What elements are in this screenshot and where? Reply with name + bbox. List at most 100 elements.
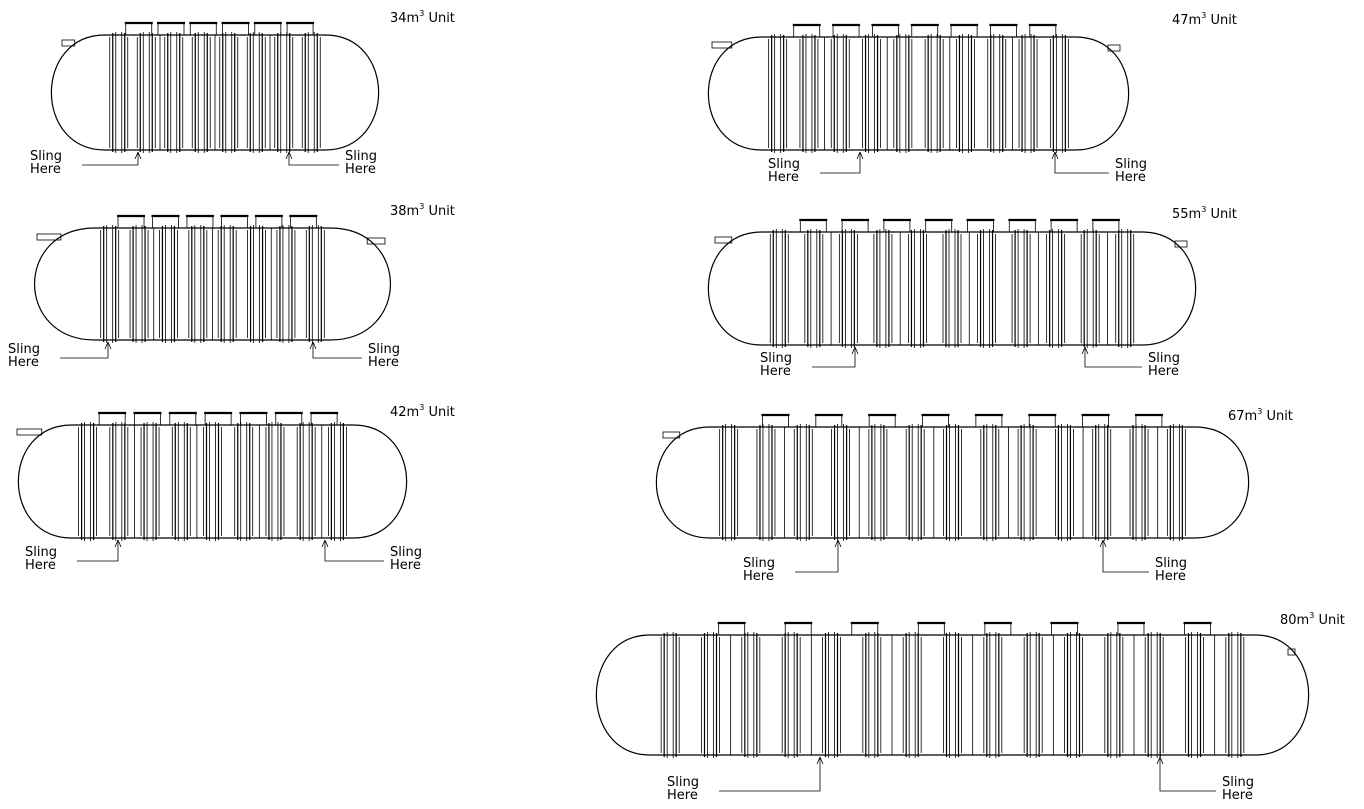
access-lid — [871, 23, 900, 38]
access-lid — [168, 411, 197, 426]
sling-label-line1: Sling — [368, 342, 400, 357]
right-end-cap — [1194, 426, 1250, 539]
sling-arrow — [851, 346, 859, 355]
corrugation-rib — [246, 32, 266, 153]
sling-leader-line — [1159, 757, 1216, 792]
right-end-cap — [324, 34, 380, 151]
sling-leader-line — [288, 152, 339, 166]
sling-label-line1: Sling — [25, 545, 57, 560]
sling-leader-line — [1102, 540, 1149, 573]
unit-label: 47m3 Unit — [1172, 11, 1237, 28]
left-end-cap — [17, 424, 73, 539]
corrugation-rib — [1046, 229, 1066, 348]
sling-arrow — [285, 151, 293, 160]
access-lid — [1008, 218, 1037, 233]
corrugation-rib — [768, 34, 788, 153]
access-lid — [289, 214, 318, 229]
corrugation-rib — [741, 632, 761, 758]
corrugation-rib — [862, 632, 882, 758]
left-end-cap — [34, 227, 96, 341]
access-lid — [784, 621, 813, 636]
corrugation-rib — [1144, 632, 1164, 758]
access-lid — [239, 411, 268, 426]
sling-leader-line — [1054, 152, 1109, 174]
unit-label: 38m3 Unit — [390, 202, 455, 219]
sling-label-line1: Sling — [345, 149, 377, 164]
corrugation-rib — [977, 229, 996, 348]
sling-leader-line — [77, 540, 119, 562]
sling-arrow — [114, 539, 122, 548]
access-lid — [761, 413, 790, 428]
access-lid — [868, 413, 897, 428]
sling-label-line1: Sling — [760, 351, 792, 366]
access-lid — [221, 21, 250, 36]
access-lid — [850, 621, 879, 636]
outlet-pipe — [366, 237, 386, 245]
corrugation-rib — [1080, 229, 1100, 348]
access-lid — [254, 214, 283, 229]
corrugation-rib — [109, 32, 129, 153]
sling-arrow — [1081, 346, 1089, 355]
sling-label-line2: Here — [1115, 170, 1146, 185]
corrugation-rib — [100, 225, 120, 343]
left-end-cap — [50, 34, 106, 151]
access-lid — [157, 21, 185, 36]
access-lid — [792, 23, 821, 38]
corrugation-rib — [171, 422, 191, 541]
access-lid — [204, 411, 233, 426]
sling-arrow — [134, 151, 142, 160]
access-lid — [966, 218, 995, 233]
corrugation-rib — [769, 229, 789, 348]
sling-leader-line — [795, 540, 839, 573]
left-end-cap — [595, 634, 651, 756]
corrugation-rib — [1185, 632, 1204, 758]
corrugation-rib — [1017, 424, 1037, 541]
sling-leader-line — [60, 342, 109, 359]
right-end-cap — [1074, 36, 1130, 151]
sling-label-line1: Sling — [8, 342, 40, 357]
access-lid — [1050, 218, 1079, 233]
access-lid — [1183, 621, 1212, 636]
sling-arrow — [856, 151, 864, 160]
sling-arrow — [309, 341, 317, 350]
right-end-cap — [329, 227, 391, 341]
corrugation-rib — [983, 632, 1003, 758]
access-lid — [274, 411, 303, 426]
access-lid — [799, 218, 828, 233]
sling-arrow — [1099, 539, 1107, 548]
sling-label-line2: Here — [667, 788, 698, 803]
corrugation-rib — [296, 422, 316, 541]
right-end-cap — [352, 424, 408, 539]
corrugation-rib — [868, 424, 888, 541]
corrugation-rib — [1225, 632, 1245, 758]
access-lid — [117, 214, 146, 229]
access-lid — [924, 218, 953, 233]
corrugation-rib — [219, 32, 239, 153]
unit-label: 55m3 Unit — [1172, 205, 1237, 222]
sling-label-line1: Sling — [1155, 556, 1187, 571]
right-end-cap — [1141, 231, 1197, 346]
corrugation-rib — [129, 225, 149, 343]
corrugation-rib — [276, 225, 296, 343]
corrugation-rib — [203, 422, 222, 541]
sling-label-line2: Here — [8, 355, 39, 370]
sling-label-line2: Here — [25, 558, 56, 573]
corrugation-rib — [247, 225, 266, 343]
sling-leader-line — [812, 347, 856, 368]
corrugation-rib — [893, 34, 913, 153]
corrugation-rib — [1055, 424, 1074, 541]
corrugation-rib — [217, 225, 237, 343]
corrugation-rib — [924, 34, 944, 153]
corrugation-rib — [908, 229, 927, 348]
corrugation-rib — [1018, 34, 1038, 153]
sling-label-line1: Sling — [1222, 775, 1254, 790]
access-lid — [921, 413, 950, 428]
access-lid — [189, 21, 218, 36]
corrugation-rib — [831, 424, 850, 541]
corrugation-rib — [701, 632, 720, 758]
